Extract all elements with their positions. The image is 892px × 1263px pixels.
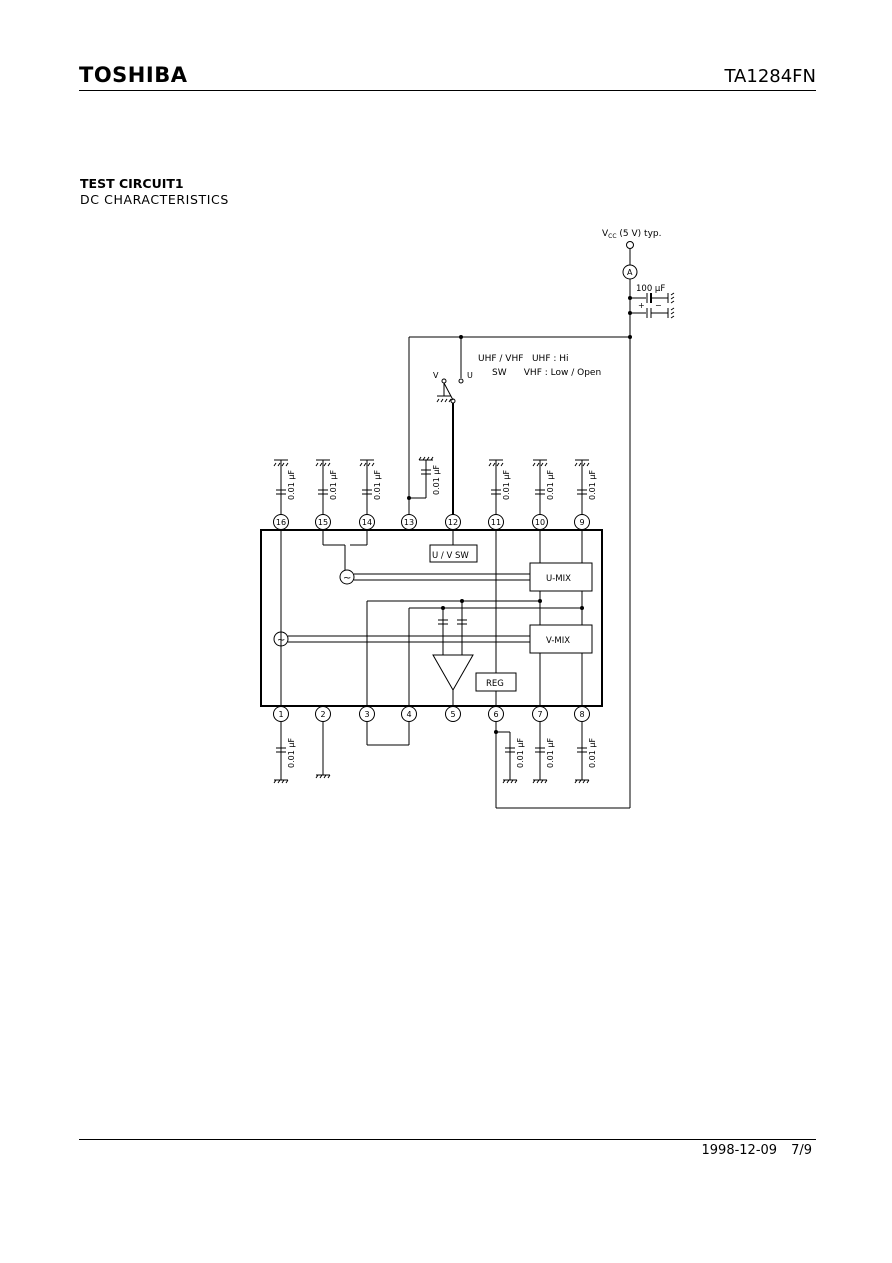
pin-circle [315,514,331,530]
pin-number: 9 [579,518,584,527]
osc-v-symbol: ~ [277,635,285,646]
pin-number: 15 [318,518,328,527]
pin-circle [445,706,461,722]
minus-label: − [655,301,662,310]
pin-circle [401,514,417,530]
plus-label: + [638,301,645,310]
header-rule [79,90,816,91]
oscillator-u [339,569,355,585]
pin-number: 4 [406,710,411,719]
pin-number: 13 [404,518,414,527]
pin-number: 16 [276,518,286,527]
ammeter-label: A [627,268,633,277]
pin-number: 2 [320,710,325,719]
pin-number: 5 [450,710,455,719]
footer: 1998-12-09 7/9 [688,1143,812,1158]
pin-number: 12 [448,518,458,527]
pin-number: 6 [493,710,498,719]
u-mix-block [529,562,593,592]
cap-label-6: 0.01 μF [516,738,525,768]
part-number: TA1284FN [724,66,816,87]
pin-number: 7 [537,710,542,719]
cap-label-13: 0.01 μF [432,465,441,495]
section-subtitle: DC CHARACTERISTICS [80,192,229,207]
footer-date: 1998-12-09 [701,1143,778,1158]
pin-number: 10 [535,518,545,527]
cap-100uf-label: 100 μF [636,284,665,294]
ground-icon [273,292,675,784]
pin-circle [359,514,375,530]
toshiba-logo: TOSHIBA [79,63,188,87]
switch-desc-line2: SW VHF : Low / Open [492,368,601,378]
cap-label-7: 0.01 μF [546,738,555,768]
pin-circle [401,706,417,722]
cap-label-11: 0.01 μF [502,470,511,500]
pin-circle [488,514,504,530]
switch-u-label: U [467,371,473,380]
footer-page: 7/9 [791,1143,812,1158]
uv-sw-label: U / V SW [432,551,469,561]
ic-body [260,529,603,707]
pin-number: 11 [491,518,501,527]
top-decoupling-caps [276,460,587,516]
cap-label-8: 0.01 μF [588,738,597,768]
pin-number: 1 [278,710,283,719]
vcc-terminal [626,241,634,249]
cap-label-9: 0.01 μF [588,470,597,500]
switch-v-label: V [433,371,439,380]
pin-circle [574,706,590,722]
pin-circle [532,514,548,530]
v-mix-label: V-MIX [546,636,570,646]
pin-number: 3 [364,710,369,719]
pin-circle [273,514,289,530]
pin-circle [315,706,331,722]
pin-circle [574,514,590,530]
section-title: TEST CIRCUIT1 [80,176,184,191]
switch-desc-line1: UHF / VHF UHF : Hi [478,354,569,364]
pin-circle [532,706,548,722]
bottom-connections [276,722,630,809]
oscillator-v [273,631,289,647]
reg-label: REG [486,679,504,689]
vcc-label: VCC (5 V) typ. [602,229,661,240]
osc-u-symbol: ~ [343,573,351,584]
cap-label-16: 0.01 μF [287,470,296,500]
pin-circle [359,706,375,722]
pin-number: 14 [362,518,372,527]
cap-labels: 0.01 μF 0.01 μF 0.01 μF 0.01 μF 0.01 μF … [287,465,597,768]
footer-rule [79,1139,816,1140]
cap-label-1: 0.01 μF [287,738,296,768]
cap-label-10: 0.01 μF [546,470,555,500]
cap-label-14: 0.01 μF [373,470,382,500]
pin-circle [445,514,461,530]
amplifier-triangle [432,654,474,692]
pin-circle [488,706,504,722]
v-mix-block [529,624,593,654]
pin-number: 8 [579,710,584,719]
pin-circle [273,706,289,722]
u-mix-label: U-MIX [546,574,571,584]
cap-label-15: 0.01 μF [329,470,338,500]
